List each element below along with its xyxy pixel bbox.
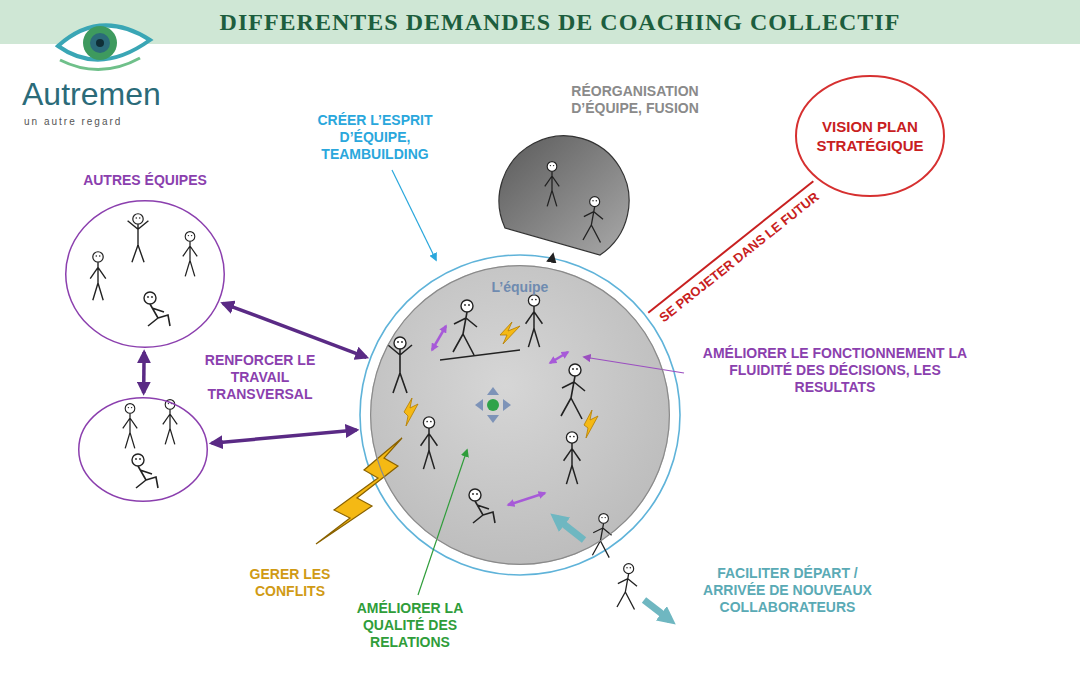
small-bolt — [584, 410, 598, 438]
connector — [142, 352, 146, 393]
node-outline — [795, 75, 945, 197]
node-label: AUTRES ÉQUIPES — [83, 172, 207, 189]
brand-name: Autremen — [22, 76, 192, 112]
node-label: L’équipe — [492, 279, 549, 296]
edge-label: SE PROJETER DANS LE FUTUR — [654, 187, 824, 327]
lightning-bolt — [316, 438, 402, 544]
node-outline — [370, 265, 670, 565]
reorg-shape — [499, 136, 629, 255]
node-outline — [78, 397, 208, 502]
relation-arrow — [432, 326, 446, 350]
team-ring — [360, 255, 680, 575]
other-team-figures — [90, 214, 197, 488]
team-figures — [388, 295, 598, 523]
node-outline — [796, 76, 944, 196]
departure-arrow — [644, 600, 670, 620]
request-label: CRÉER L’ESPRIT D’ÉQUIPE, TEAMBUILDING — [300, 112, 450, 163]
small-bolt — [500, 322, 520, 344]
relation-arrow — [550, 352, 568, 363]
leader-line — [418, 450, 467, 595]
node-label: VISION PLAN STRATÉGIQUE — [811, 117, 929, 155]
relation-arrow — [508, 493, 545, 505]
rope-line — [440, 350, 520, 360]
connector — [212, 430, 357, 443]
team-circle: L’équipe — [370, 265, 670, 565]
small-bolt — [404, 398, 418, 426]
arrival-arrow — [556, 518, 584, 540]
other-team-circle: AUTRES ÉQUIPES — [65, 200, 225, 348]
center-icon — [475, 387, 511, 423]
title-band — [0, 0, 1080, 44]
reorg-figures — [545, 162, 603, 243]
connector — [551, 254, 553, 258]
brand-tagline: un autre regard — [24, 116, 194, 128]
leader-line — [392, 170, 436, 260]
page-title: DIFFERENTES DEMANDES DE COACHING COLLECT… — [40, 0, 1080, 44]
request-label: AMÉLIORER LA QUALITÉ DES RELATIONS — [343, 600, 477, 651]
logo-eye — [58, 25, 150, 69]
request-label: GERER LES CONFLITS — [238, 566, 342, 600]
request-label: FACILITER DÉPART / ARRIVÉE DE NOUVEAUX C… — [700, 565, 875, 616]
node-outline — [499, 136, 629, 255]
node-outline — [371, 266, 670, 565]
other-team-circle — [78, 397, 208, 502]
node-outline — [500, 135, 630, 257]
team-disc — [370, 265, 670, 565]
leader-line — [584, 357, 684, 373]
request-label: RENFORCER LE TRAVAIL TRANSVERSAL — [193, 352, 327, 403]
moving-figures — [556, 514, 670, 620]
node-outline — [65, 200, 225, 348]
vision-ellipse: VISION PLAN STRATÉGIQUE — [795, 75, 945, 197]
connector — [648, 181, 813, 313]
node-label: RÉORGANISATION D’ÉQUIPE, FUSION — [545, 83, 725, 117]
node-outline — [66, 201, 225, 348]
connector — [223, 303, 367, 357]
request-label: AMÉLIORER LE FONCTIONNEMENT LA FLUIDITÉ … — [690, 345, 980, 396]
reorganisation-shape: RÉORGANISATION D’ÉQUIPE, FUSION — [500, 135, 630, 257]
node-outline — [79, 398, 208, 502]
